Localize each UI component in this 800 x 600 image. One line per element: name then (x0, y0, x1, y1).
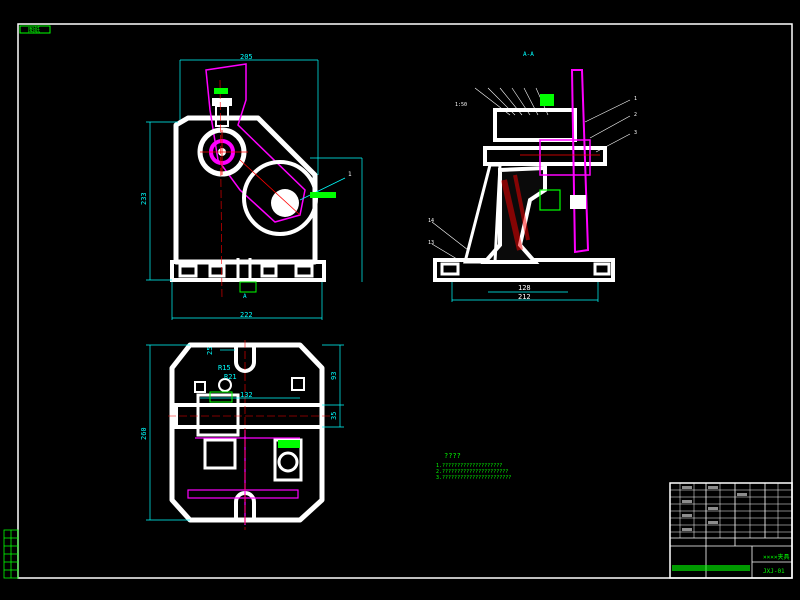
dim-plan-25: 25 (206, 347, 214, 355)
left-edge-table (3, 529, 19, 579)
front-base-tag (239, 281, 257, 293)
callout-side-13: 13 (428, 240, 434, 246)
callout-front-1: 1 (348, 171, 352, 178)
frame-tag-box (19, 25, 51, 34)
plan-annotation-box (278, 440, 300, 448)
dim-plan-height: 260 (140, 427, 148, 440)
label-a: A (243, 293, 247, 300)
drawing-border (17, 23, 793, 579)
dim-front-height: 233 (140, 192, 148, 205)
dim-side-outer: 212 (518, 293, 531, 301)
front-view: 205 233 222 A 1 (140, 53, 363, 320)
label-aa: A-A (523, 51, 534, 58)
title-block (669, 482, 793, 579)
dim-side-inner: 128 (518, 284, 531, 292)
notes-line-1: 1.???????????????????? (436, 463, 502, 469)
callout-side-a: 1 (634, 96, 637, 102)
callout-side-b: 2 (634, 112, 637, 118)
title-block-fill (682, 486, 747, 531)
dim-plan-93: 93 (330, 372, 338, 380)
titleblock-name: ××××夹具 (763, 553, 789, 561)
callout-side-c: 3 (634, 130, 637, 136)
technical-notes: ???? 1.???????????????????? 2.??????????… (436, 452, 511, 481)
notes-title: ???? (444, 452, 461, 460)
dim-plan-r21: R21 (224, 373, 237, 381)
dim-plan-35: 35 (330, 412, 338, 420)
plan-view: 260 93 35 132 R15 R21 25 (140, 340, 344, 530)
front-top-tag (214, 88, 228, 94)
dim-front-width-bottom: 222 (240, 311, 253, 319)
callout-side-14: 14 (428, 218, 434, 224)
side-scale: 1:50 (455, 102, 467, 108)
dim-front-width-top: 205 (240, 53, 253, 61)
dim-plan-132: 132 (240, 391, 253, 399)
side-view: A-A (428, 51, 637, 302)
dim-plan-r15: R15 (218, 364, 231, 372)
titleblock-code: JXJ-01 (763, 568, 785, 575)
plan-tag (209, 391, 233, 403)
front-annotation-box (310, 192, 336, 198)
notes-line-3: 3.??????????????????????? (436, 475, 511, 481)
frame-tag: 图纸 (28, 26, 40, 34)
titleblock-bar (672, 565, 750, 571)
notes-line-2: 2.?????????????????????? (436, 469, 508, 475)
side-top-tag (540, 94, 554, 106)
